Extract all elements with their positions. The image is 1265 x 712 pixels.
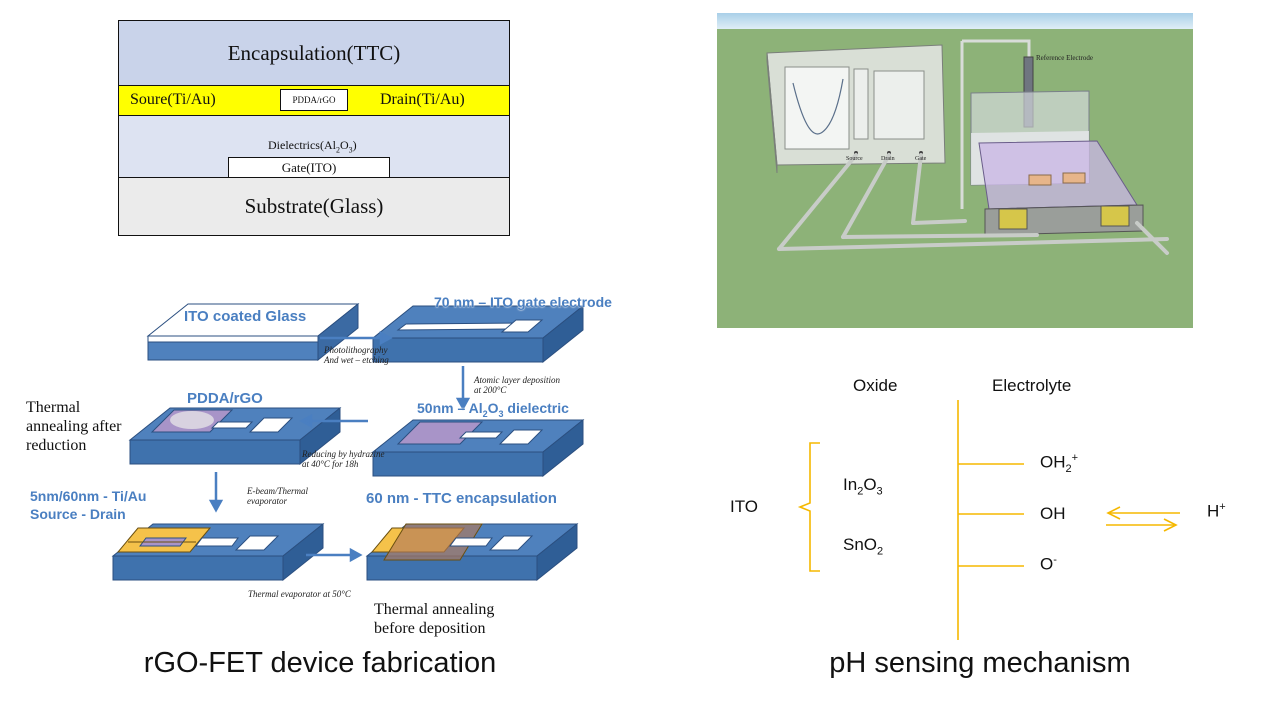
source-port-label: Source <box>846 156 863 162</box>
source-pad <box>998 208 1028 230</box>
block-encapsulation <box>365 522 579 582</box>
sky-strip <box>717 13 1193 29</box>
block-rgo <box>128 406 342 466</box>
step-ito-glass-label: ITO coated Glass <box>184 308 307 325</box>
dielectric-label: Dielectrics(Al2O3) <box>268 138 357 155</box>
process-ebeam: E-beam/Thermal evaporator <box>247 486 308 507</box>
oh-label: OH <box>1040 504 1066 523</box>
step-encapsulation-label: 60 nm - TTC encapsulation <box>366 490 557 507</box>
sno2-label: SnO2 <box>843 535 884 558</box>
step-rgo-label: PDDA/rGO <box>187 390 263 407</box>
gate-layer: Gate(ITO) <box>228 157 390 178</box>
arrow-1-head <box>379 330 393 346</box>
arrow-3-head <box>299 413 313 429</box>
block-gate-electrode <box>371 304 585 364</box>
step-gate-electrode-label: 70 nm – ITO gate electrode <box>434 294 612 310</box>
arrow-2-head <box>455 397 471 411</box>
meter-screen <box>784 66 850 150</box>
meter-panel <box>873 70 925 140</box>
meter-curve <box>792 78 844 135</box>
o-minus-label: O- <box>1040 554 1057 574</box>
caption-fabrication: rGO-FET device fabrication <box>143 647 497 679</box>
source-label: Soure(Ti/Au) <box>130 91 216 108</box>
caption-mechanism: pH sensing mechanism <box>829 647 1131 679</box>
arrow-5-head <box>349 547 363 563</box>
channel-layer: PDDA/rGO <box>280 89 348 111</box>
substrate-label: Substrate(Glass) <box>244 194 384 218</box>
block-dielectric <box>371 418 585 478</box>
process-thermal-evaporator: Thermal evaporator at 50°C <box>248 589 351 599</box>
meter-instrument <box>766 44 946 174</box>
block-source-drain <box>111 522 325 582</box>
encapsulation-layer: Encapsulation(TTC) <box>118 20 510 86</box>
setup-scene <box>717 13 1193 328</box>
equilibrium-arrowhead-left <box>1106 506 1121 520</box>
encapsulation-label: Encapsulation(TTC) <box>227 40 401 65</box>
flow-arrows <box>208 330 471 563</box>
reference-electrode-label: Reference Electrode <box>1036 54 1093 62</box>
h-plus-label: H+ <box>1207 501 1226 521</box>
ito-label: ITO <box>730 497 759 516</box>
channel-pad-1 <box>1028 174 1052 186</box>
arrow-4-head <box>208 499 224 513</box>
mechanism-graphic <box>797 400 1180 640</box>
fabrication-flow-graphic <box>111 302 585 582</box>
in2o3-label: In2O3 <box>843 475 883 498</box>
drain-pad <box>1100 205 1130 227</box>
oxide-bracket <box>797 442 820 572</box>
oh2-plus-label: OH2+ <box>1040 452 1079 476</box>
drain-port-label: Drain <box>881 156 895 162</box>
meter-bar <box>853 68 869 140</box>
block-ito-glass <box>146 302 360 362</box>
step-dielectric-label: 50nm – Al2O3 dielectric <box>417 400 569 419</box>
chip-on-stage <box>978 140 1144 236</box>
gate-port-label: Gate <box>915 156 927 162</box>
note-annealing-before-deposition: Thermal annealing before deposition <box>374 601 495 638</box>
oxide-header: Oxide <box>853 376 898 395</box>
electrolyte-header: Electrolyte <box>992 376 1072 395</box>
drain-label: Drain(Ti/Au) <box>380 91 465 108</box>
device-stack-diagram: Encapsulation(TTC) Soure(Ti/Au) Drain(Ti… <box>118 20 510 236</box>
step-source-drain-label: 5nm/60nm - Ti/Au Source - Drain <box>30 488 147 522</box>
equilibrium-arrowhead-right <box>1163 518 1178 532</box>
note-annealing-after-reduction: Thermal annealing after reduction <box>26 399 122 455</box>
process-photolithography: Photolithography And wet – etching <box>324 345 389 366</box>
cables <box>777 153 1169 255</box>
measurement-setup-render: Reference Electrode Source Drain Gate <box>717 13 1193 328</box>
channel-pad-2 <box>1062 172 1086 184</box>
process-ald: Atomic layer deposition at 200°C <box>474 375 560 396</box>
rgo-flake <box>170 411 214 429</box>
substrate-layer: Substrate(Glass) <box>118 178 510 236</box>
process-hydrazine: Reducing by hydrazine at 40°C for 18h <box>302 449 385 470</box>
channel-label: PDDA/rGO <box>292 95 336 105</box>
gate-label: Gate(ITO) <box>281 159 337 175</box>
